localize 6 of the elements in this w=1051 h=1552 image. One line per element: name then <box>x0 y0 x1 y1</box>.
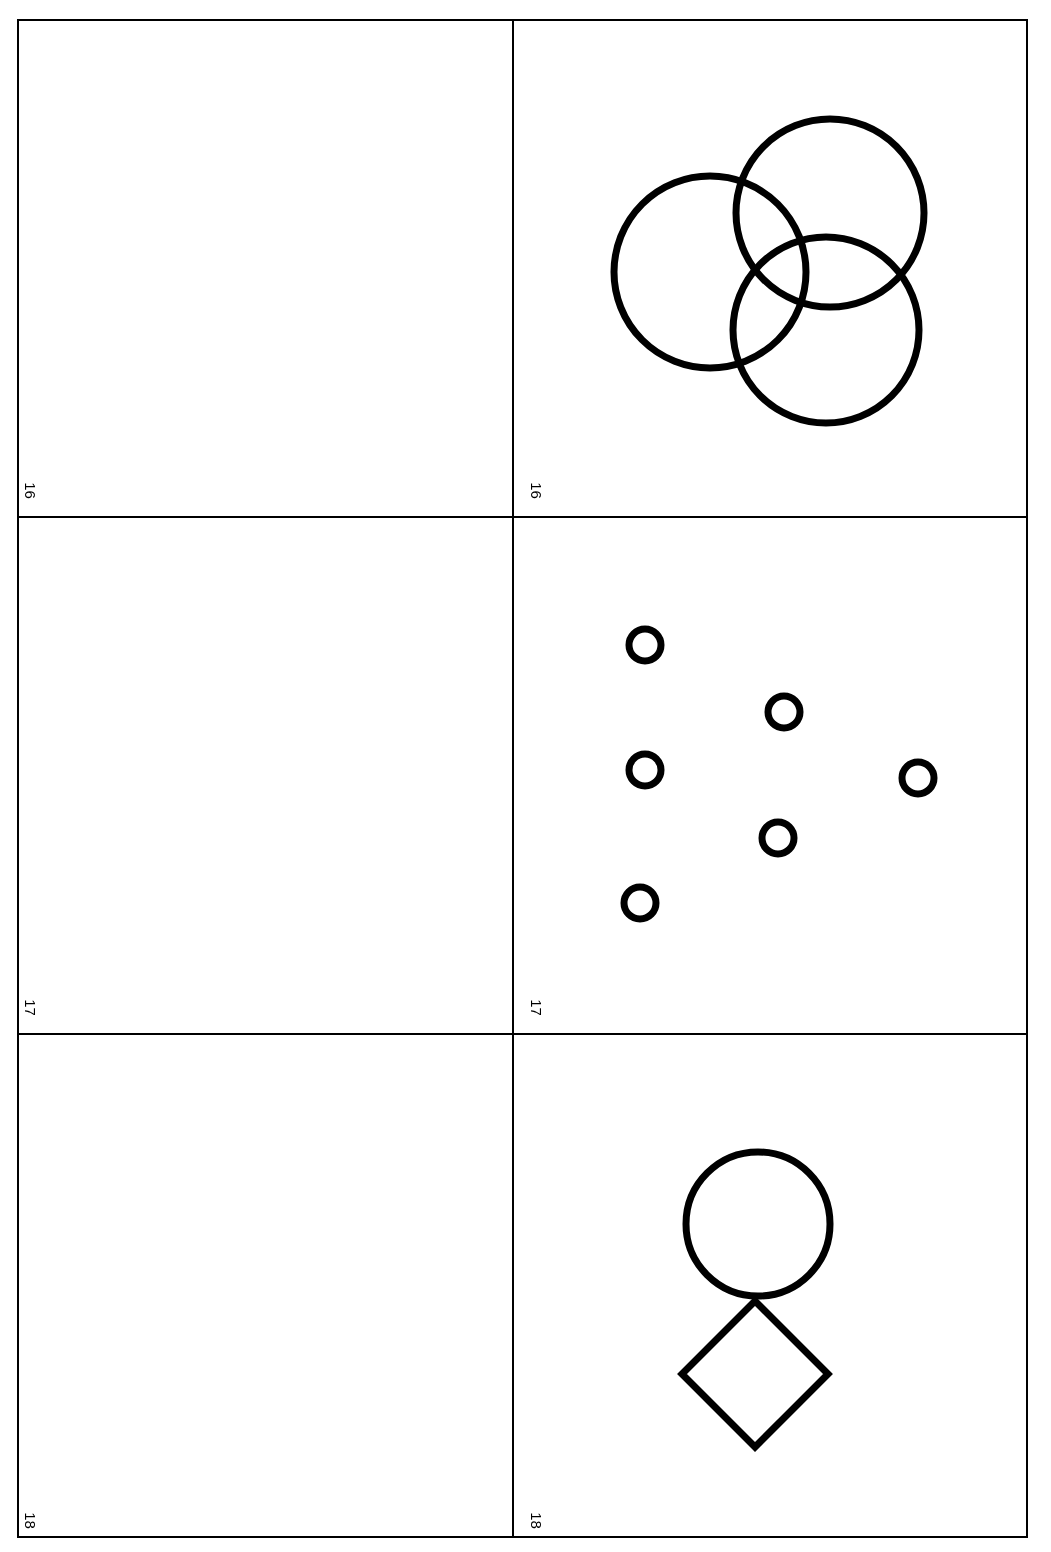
panel-number: 18 <box>22 1512 38 1529</box>
panel-number: 17 <box>528 999 544 1016</box>
panel-number: 16 <box>528 482 544 499</box>
panel-number: 17 <box>22 999 38 1016</box>
panel-number: 18 <box>528 1512 544 1529</box>
panel-number: 16 <box>22 482 38 499</box>
